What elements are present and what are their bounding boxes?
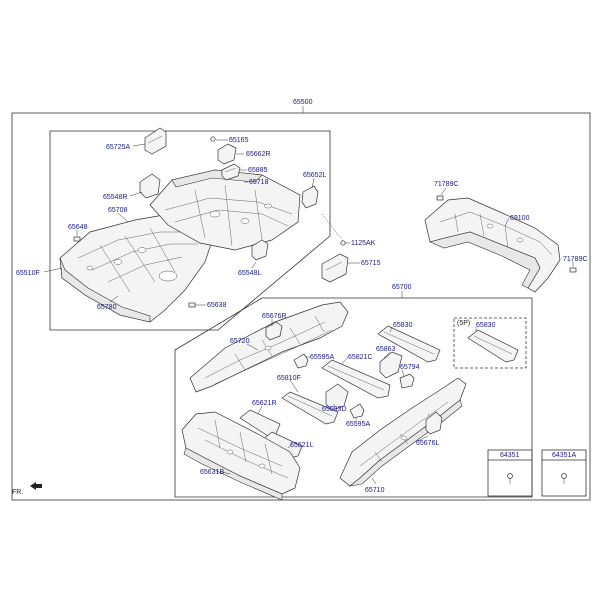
- label-65631B[interactable]: 65631B: [200, 469, 224, 476]
- clip-65794[interactable]: [399, 373, 415, 389]
- rear-floor-group-frame: [49, 130, 331, 331]
- center-floor-panel-65718[interactable]: [149, 169, 301, 251]
- label-65718[interactable]: 65718: [249, 179, 269, 186]
- label-65700[interactable]: 65700: [392, 284, 412, 291]
- label-65510F[interactable]: 65510F: [16, 270, 40, 277]
- label-65621R[interactable]: 65621R: [252, 400, 277, 407]
- label-65830[interactable]: 65830: [393, 322, 413, 329]
- label-64351A[interactable]: 64351A: [552, 452, 576, 459]
- label-65548L[interactable]: 65548L: [238, 270, 261, 277]
- label-65676R[interactable]: 65676R: [262, 313, 287, 320]
- label-65676L[interactable]: 65676L: [416, 440, 439, 447]
- floor-member-group-frame-65700: [174, 297, 533, 498]
- label-65648[interactable]: 65648: [68, 224, 88, 231]
- label-65708[interactable]: 65708: [108, 207, 128, 214]
- bracket-65725A[interactable]: [144, 127, 167, 155]
- label-65863[interactable]: 65863: [376, 346, 396, 353]
- clip-65638[interactable]: [188, 302, 196, 308]
- member-65621R[interactable]: [239, 409, 281, 437]
- label-65830-kit[interactable]: 65830: [476, 322, 496, 329]
- label-71789C-upper[interactable]: 71789C: [434, 181, 459, 188]
- label-65621L[interactable]: 65621L: [290, 442, 313, 449]
- label-65165[interactable]: 65165: [229, 137, 249, 144]
- label-front-direction: FR.: [12, 489, 23, 496]
- label-64351[interactable]: 64351: [500, 452, 520, 459]
- reinforcement-65885[interactable]: [221, 163, 241, 181]
- front-cross-member-65720[interactable]: [189, 301, 349, 393]
- label-71789C-lower[interactable]: 71789C: [563, 256, 588, 263]
- bracket-65676R[interactable]: [265, 321, 283, 341]
- label-65720[interactable]: 65720: [230, 338, 250, 345]
- box-64351A: [541, 449, 587, 497]
- bracket-65863[interactable]: [379, 351, 403, 379]
- bracket-65595A-lower[interactable]: [349, 403, 365, 419]
- side-member-65710[interactable]: [339, 377, 467, 487]
- bracket-65676L[interactable]: [425, 411, 443, 435]
- box-64351: [487, 449, 533, 497]
- clip-65648[interactable]: [73, 236, 81, 242]
- label-1125AK[interactable]: 1125AK: [351, 240, 376, 247]
- clip-71789C-lower[interactable]: [569, 267, 577, 273]
- label-65595A-lower[interactable]: 65595A: [346, 421, 370, 428]
- rear-cross-member-69100[interactable]: [424, 197, 561, 293]
- label-65662R[interactable]: 65662R: [246, 151, 271, 158]
- clip-71789C-upper[interactable]: [436, 195, 444, 201]
- bolt-1125AK[interactable]: [321, 213, 346, 246]
- bracket-65595A-upper[interactable]: [293, 353, 309, 369]
- kit-box-5P: [453, 317, 527, 369]
- bracket-65652L[interactable]: [301, 185, 319, 209]
- bracket-65715[interactable]: [321, 253, 349, 283]
- rear-cross-member-65631B[interactable]: [181, 411, 301, 501]
- member-65830-kit[interactable]: [467, 329, 519, 363]
- bracket-65548L[interactable]: [251, 239, 269, 261]
- label-65885[interactable]: 65885: [248, 167, 268, 174]
- bracket-65548R[interactable]: [139, 173, 161, 199]
- bolt-64351A[interactable]: [561, 473, 567, 485]
- label-65638[interactable]: 65638: [207, 302, 227, 309]
- label-65780[interactable]: 65780: [97, 304, 117, 311]
- label-65595A-upper[interactable]: 65595A: [310, 354, 334, 361]
- member-65810F[interactable]: [281, 391, 339, 425]
- member-65830[interactable]: [377, 325, 441, 363]
- bracket-65593D[interactable]: [325, 383, 349, 411]
- label-65794[interactable]: 65794: [400, 364, 420, 371]
- label-65652L[interactable]: 65652L: [303, 172, 326, 179]
- label-65710[interactable]: 65710: [365, 487, 385, 494]
- assembly-frame-65500: [11, 112, 591, 501]
- label-65725A[interactable]: 65725A: [106, 144, 130, 151]
- side-member-65821C[interactable]: [321, 359, 391, 399]
- bolt-64351[interactable]: [507, 473, 513, 485]
- bracket-65662R[interactable]: [217, 143, 237, 165]
- label-69100[interactable]: 69100: [510, 215, 530, 222]
- label-65810F[interactable]: 65810F: [277, 375, 301, 382]
- rear-floor-panel-65510F[interactable]: [59, 212, 216, 323]
- label-65821C[interactable]: 65821C: [348, 354, 373, 361]
- front-arrow-icon: [30, 482, 42, 490]
- label-65500[interactable]: 65500: [293, 99, 313, 106]
- bolt-65165[interactable]: [210, 136, 216, 142]
- label-65548R[interactable]: 65548R: [103, 194, 128, 201]
- label-65715[interactable]: 65715: [361, 260, 381, 267]
- label-5P[interactable]: (5P): [457, 320, 470, 327]
- label-65593D[interactable]: 65593D: [322, 406, 347, 413]
